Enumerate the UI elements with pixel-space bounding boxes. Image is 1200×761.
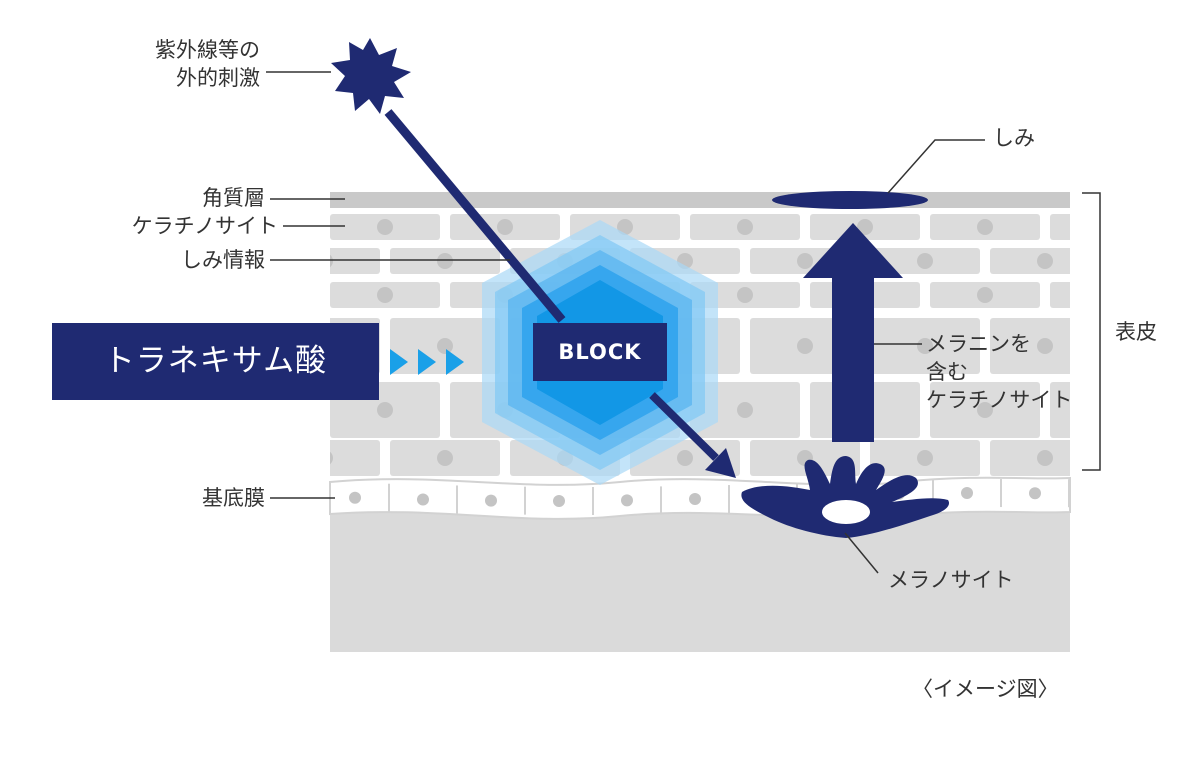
uv-ray-line (384, 109, 566, 323)
melanocyte-shape (741, 456, 950, 538)
spot-leader-line (887, 139, 985, 194)
basal-cell-nucleus (961, 487, 973, 500)
keratinocyte-label: ケラチノサイト (131, 214, 278, 238)
cell-nucleus (737, 402, 753, 418)
signal-arrow-line (649, 392, 719, 461)
cell-nucleus (1037, 338, 1053, 354)
cell-nucleus (917, 253, 933, 269)
image-note: 〈イメージ図〉 (912, 677, 1059, 701)
melanin-label-line1: メラニンを (926, 332, 1031, 356)
cell-nucleus (797, 338, 813, 354)
cell-nucleus (437, 253, 453, 269)
cell-nucleus (330, 254, 333, 268)
stratum-corneum-label: 角質層 (202, 186, 265, 210)
basal-cell-nucleus (621, 494, 633, 507)
spot-ellipse (772, 191, 928, 209)
keratinocyte-cell (330, 440, 380, 476)
melanocyte-label: メラノサイト (888, 568, 1014, 592)
cell-nucleus (377, 402, 393, 418)
block-box (533, 323, 667, 381)
keratinocyte-cell (990, 440, 1070, 476)
keratinocyte-cell (990, 318, 1070, 374)
basal-cell-nucleus (689, 493, 701, 506)
cell-nucleus (1037, 450, 1053, 466)
spot-label: しみ (993, 126, 1035, 150)
melanin-label-line3: ケラチノサイト (926, 388, 1073, 412)
epidermis-label: 表皮 (1115, 320, 1157, 344)
cell-nucleus (437, 338, 453, 354)
keratinocyte-cell (990, 248, 1070, 274)
cell-nucleus (1037, 253, 1053, 269)
basal-cell-nucleus (1029, 487, 1041, 500)
cell-nucleus (377, 219, 393, 235)
block-label: BLOCK (558, 340, 642, 364)
basal-cell-nucleus (417, 493, 429, 506)
cell-nucleus (330, 451, 333, 465)
keratinocyte-cell (1050, 382, 1070, 438)
keratinocyte-cell (330, 248, 380, 274)
epidermis-bracket (1082, 192, 1101, 471)
uv-star-icon (331, 38, 411, 114)
cell-nucleus (737, 287, 753, 303)
keratinocyte-cell (1050, 214, 1070, 240)
cell-nucleus (437, 450, 453, 466)
cell-nucleus (977, 402, 993, 418)
keratinocyte-cell (1050, 282, 1070, 308)
tranexamic-acid-banner: トラネキサム酸 (52, 323, 379, 400)
cell-nucleus (857, 219, 873, 235)
stratum-corneum-layer (330, 192, 1070, 208)
melanin-keratinocyte-label: メラニンを 含む ケラチノサイト (926, 330, 1072, 414)
uv-label-line2: 外的刺激 (176, 66, 260, 90)
cell-nucleus (797, 253, 813, 269)
basal-cell-nucleus (553, 494, 565, 507)
cell-nucleus (617, 219, 633, 235)
basal-cell-nucleus (349, 491, 361, 504)
cell-nucleus (917, 338, 933, 354)
basal-cell-nucleus (485, 494, 497, 507)
cell-nucleus (377, 287, 393, 303)
dermis-layer (330, 505, 1070, 652)
melanin-transport-arrow (803, 223, 903, 442)
cell-nucleus (917, 450, 933, 466)
cell-nucleus (977, 219, 993, 235)
cell-nucleus (677, 450, 693, 466)
melanin-label-line2: 含む (926, 360, 968, 384)
signal-arrow-head (705, 448, 736, 478)
spot-info-label: しみ情報 (181, 248, 265, 272)
melanocyte-leader-line (844, 532, 879, 574)
basement-membrane-label: 基底膜 (202, 486, 265, 510)
cell-nucleus (737, 219, 753, 235)
uv-label-line1: 紫外線等の (155, 38, 260, 62)
chevron-arrows (390, 349, 464, 375)
uv-label: 紫外線等の 外的刺激 (100, 36, 260, 92)
cell-nucleus (977, 287, 993, 303)
cell-nucleus (497, 219, 513, 235)
